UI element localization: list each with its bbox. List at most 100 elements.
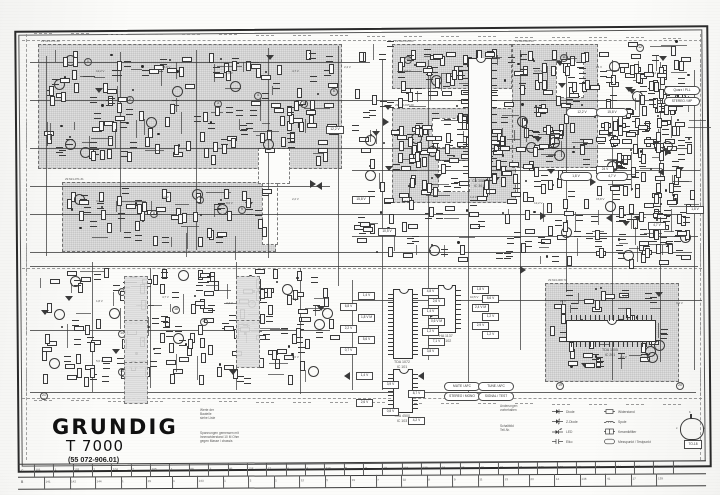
resistor-1123 — [399, 192, 409, 198]
resistor-979 — [505, 214, 510, 225]
junction-node-697 — [380, 211, 383, 214]
resistor-185 — [214, 73, 225, 79]
edge-tick-top-1 — [71, 33, 89, 35]
resistor-435 — [567, 360, 578, 366]
ruler-num-a-26: 122 — [538, 465, 544, 470]
wire-58 — [175, 97, 177, 112]
resistor-265 — [258, 219, 264, 230]
resistor-914 — [681, 57, 692, 63]
capacitor-1267 — [615, 161, 623, 168]
wire-551 — [304, 370, 306, 383]
capacitor-266 — [161, 236, 169, 243]
module-ref-m2: 29 621-071.31 — [65, 177, 84, 181]
junction-node-56 — [126, 122, 129, 125]
capacitor-679 — [266, 315, 274, 322]
resistor-104 — [286, 105, 292, 116]
resistor-865 — [570, 122, 575, 133]
wire-599 — [254, 327, 281, 329]
resistor-267 — [156, 206, 167, 212]
resistor-1229 — [678, 60, 684, 71]
voltage-tag-23: 10,5 V — [470, 295, 479, 299]
transistor-868 — [428, 245, 440, 257]
junction-node-876 — [413, 63, 416, 67]
transistor-tab-icon — [690, 414, 692, 418]
wire-1219 — [640, 168, 663, 170]
trunk-13 — [92, 262, 93, 392]
legend-row-filter: Keramikfilter — [604, 428, 636, 435]
transistor-131 — [263, 139, 275, 151]
resistor-761 — [445, 206, 456, 212]
wire-928 — [671, 115, 673, 138]
edge-tick-top-16 — [626, 37, 644, 39]
junction-node-1029 — [375, 250, 378, 254]
coil-block-3 — [236, 276, 260, 324]
junction-node-318 — [501, 154, 505, 157]
resistor-376 — [560, 102, 571, 108]
ruler-num-b-7: 1 — [224, 478, 226, 483]
resistor-116 — [318, 139, 329, 145]
bus-rail-3 — [30, 252, 692, 253]
ic-label-ic-101: TDA 1072 — [394, 360, 410, 364]
voltage-tag-18: 1,8 V — [96, 299, 103, 303]
wire-475 — [621, 352, 623, 369]
wire-252 — [235, 235, 237, 260]
module-tag-5: 1,8 V — [686, 206, 704, 214]
resistor-530 — [159, 283, 165, 294]
resistor-486 — [47, 302, 52, 313]
resistor-23 — [186, 141, 191, 152]
resistor-479 — [595, 299, 601, 310]
resistor-355 — [491, 174, 497, 185]
capacitor-453 — [660, 328, 668, 335]
legend-row-box-resistor: Widerstand — [604, 408, 635, 415]
edge-tick-bottom-15 — [589, 403, 607, 405]
voltage-tag-21: 6,8 V — [292, 297, 299, 301]
ic-package-ic-301 — [463, 58, 497, 178]
edge-tick-bottom-13 — [515, 403, 533, 405]
capacitor-1226 — [620, 163, 628, 170]
resistor-233 — [241, 190, 247, 201]
wire-712 — [629, 247, 642, 249]
resistor-1103 — [449, 157, 459, 163]
capacitor-901 — [599, 70, 607, 77]
resistor-1154 — [656, 102, 662, 113]
resistor-929 — [673, 175, 679, 186]
capacitor-617 — [102, 376, 110, 383]
resistor-1203 — [632, 143, 638, 154]
junction-node-764 — [503, 79, 506, 82]
junction-node-470 — [594, 355, 598, 358]
callout-ic102-1: 8,6 V — [482, 295, 499, 303]
wire-527 — [176, 354, 178, 373]
wire-648 — [224, 302, 245, 304]
capacitor-315 — [453, 181, 461, 188]
title-stamp-upper: Anderungen vorbehalten — [500, 404, 518, 413]
resistor-1191 — [616, 153, 622, 164]
resistor-1119 — [584, 198, 590, 209]
capacitor-954 — [674, 186, 682, 193]
resistor-64 — [112, 121, 118, 132]
resistor-1238 — [618, 126, 624, 137]
resistor-940 — [547, 180, 553, 191]
capacitor-482 — [281, 327, 289, 334]
module-tag-2: 10,5 V — [378, 228, 396, 236]
resistor-1022 — [537, 108, 548, 113]
bus-rail-0 — [30, 100, 695, 101]
wire-568 — [120, 307, 122, 329]
resistor-98 — [309, 99, 315, 110]
wire-1178 — [603, 159, 623, 161]
resistor-647 — [152, 275, 158, 285]
resistor-275 — [79, 199, 89, 205]
voltage-tag-13: 2,2 V — [292, 197, 299, 201]
junction-node-245 — [134, 202, 137, 205]
capacitor-88 — [93, 113, 101, 120]
ic-pins-right — [455, 286, 461, 332]
wire-852 — [636, 130, 638, 154]
resistor-1159 — [658, 88, 664, 99]
capacitor-1204 — [640, 86, 648, 92]
resistor-1108 — [422, 67, 433, 73]
capacitor-672 — [243, 377, 251, 384]
junction-node-953 — [465, 209, 468, 212]
resistor-150 — [153, 64, 164, 70]
voltage-tag-8: 24 V — [596, 65, 602, 69]
ic-package-ic-101 — [388, 289, 418, 359]
wire-235 — [185, 232, 187, 257]
